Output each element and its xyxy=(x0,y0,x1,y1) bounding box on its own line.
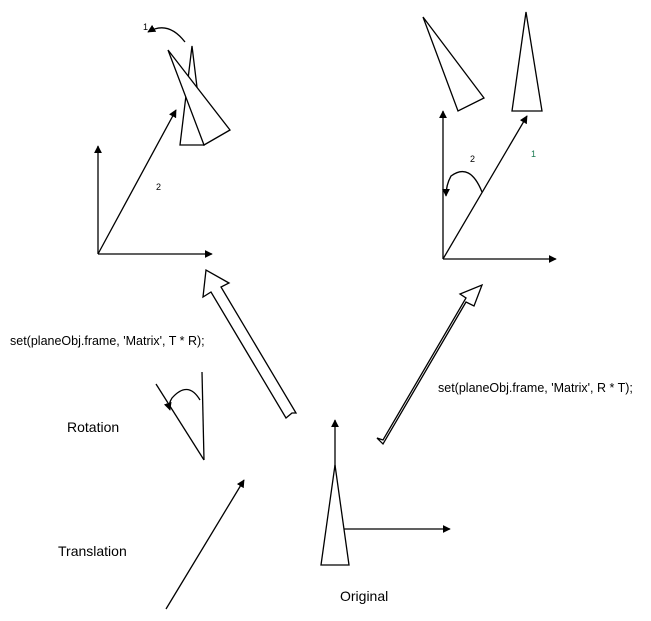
left-result-group: 1 2 xyxy=(94,22,231,258)
right-translation-vector xyxy=(442,115,528,260)
rotation-label: Rotation xyxy=(67,419,119,435)
translation-legend: Translation xyxy=(58,479,245,610)
left-hollow-arrow xyxy=(202,268,298,419)
left-plane-rotated xyxy=(167,49,231,146)
left-step-1-label: 1 xyxy=(143,22,148,32)
right-rotation-arrow xyxy=(442,171,483,197)
original-group: Original xyxy=(320,419,451,604)
left-step-2-label: 2 xyxy=(156,182,161,192)
rotation-legend: Rotation xyxy=(67,371,205,461)
right-plane-rotated xyxy=(422,16,485,112)
right-hollow-arrow xyxy=(376,283,484,446)
rotation-legend-rotated-line xyxy=(155,383,205,461)
translation-label: Translation xyxy=(58,543,127,559)
rotation-legend-original-line xyxy=(201,371,205,461)
code-left-label: set(planeObj.frame, 'Matrix', T * R); xyxy=(10,334,205,348)
translation-legend-vector xyxy=(165,479,245,610)
right-result-group: 2 1 xyxy=(422,11,557,263)
right-step-1-label: 1 xyxy=(531,149,536,159)
original-plane xyxy=(320,464,350,566)
left-rotation-arrow xyxy=(147,24,186,43)
right-plane-translated xyxy=(511,11,543,112)
code-right-label: set(planeObj.frame, 'Matrix', R * T); xyxy=(438,381,633,395)
rotation-legend-arrow xyxy=(163,388,201,411)
left-translation-vector xyxy=(97,109,177,255)
original-label: Original xyxy=(340,588,388,604)
right-step-2-label: 2 xyxy=(470,154,475,164)
